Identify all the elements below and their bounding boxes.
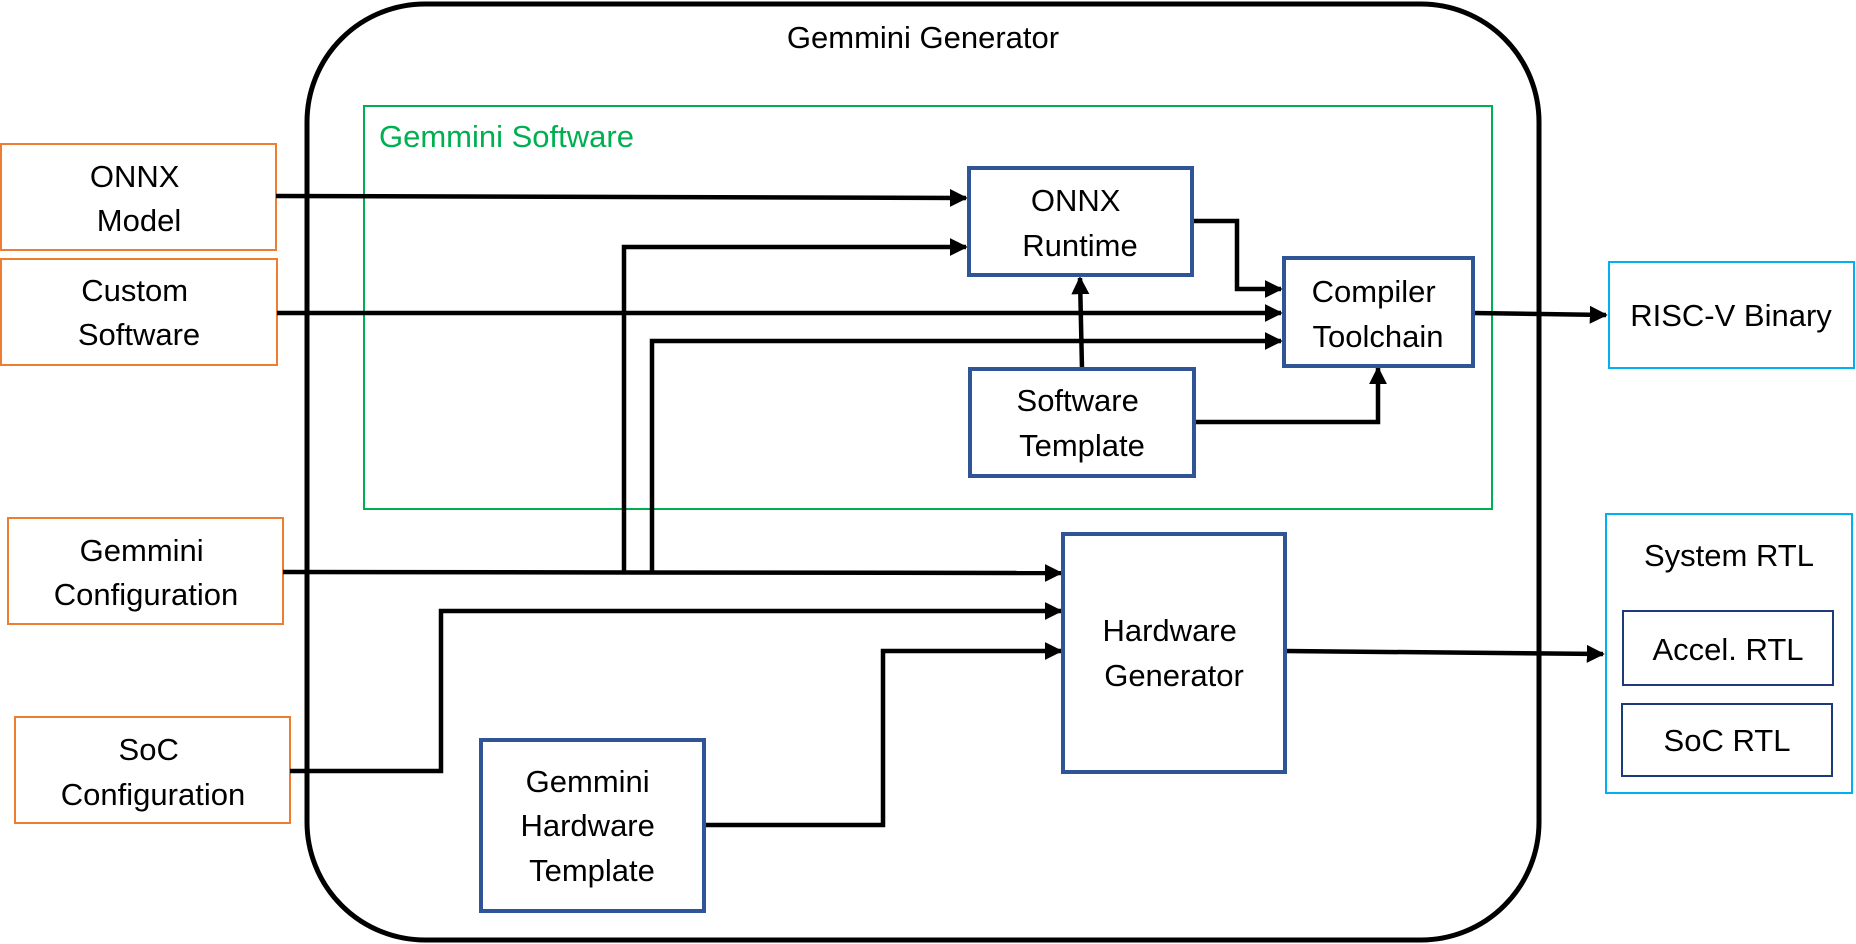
wire-swtemplate-to-runtime — [1071, 276, 1090, 370]
system-rtl-title: System RTL — [1644, 538, 1814, 573]
wire-compiler-to-riscv — [1472, 305, 1608, 324]
wire-hwgen-to-system-rtl — [1284, 644, 1605, 663]
gemmini-generator-container — [304, 1, 1542, 943]
soc-rtl-box — [1621, 703, 1833, 777]
gemmini-generator-title: Gemmini Generator — [787, 20, 1059, 55]
gemmini-hardware-template-label: Gemmini Hardware Template — [520, 764, 663, 888]
risc-v-binary-box — [1608, 261, 1855, 369]
accel-rtl-box — [1622, 610, 1834, 686]
custom-software-label: Custom Software — [78, 273, 200, 352]
hardware-generator-block — [1061, 532, 1287, 774]
onnx-runtime-block — [967, 166, 1194, 277]
hardware-generator-label: Hardware Generator — [1102, 613, 1245, 693]
soc-configuration-box — [14, 716, 291, 824]
gemmini-hardware-template-block — [479, 738, 706, 913]
compiler-toolchain-label: Compiler Toolchain — [1312, 274, 1445, 354]
wire-runtime-to-compiler — [1192, 218, 1283, 298]
wire-gemmini-config-to-compiler — [649, 332, 1283, 572]
software-template-label: Software Template — [1017, 383, 1148, 463]
wire-gemmini-config-to-hwgen — [282, 563, 1063, 582]
wire-swtemplate-to-compiler — [1194, 366, 1387, 425]
soc-configuration-label: SoC Configuration — [61, 732, 245, 812]
gemmini-configuration-label: Gemmini Configuration — [54, 533, 238, 612]
wire-hwtemplate-to-hwgen — [704, 642, 1063, 828]
compiler-toolchain-block — [1282, 256, 1475, 368]
custom-software-box — [0, 258, 278, 366]
wire-gemmini-config-to-runtime — [621, 238, 968, 572]
gemmini-software-title: Gemmini Software — [379, 119, 634, 154]
risc-v-binary-label: RISC-V Binary — [1630, 298, 1832, 333]
wire-soc-config-to-hwgen — [290, 602, 1063, 774]
gemmini-configuration-box — [7, 517, 284, 625]
onnx-model-label: ONNX Model — [90, 159, 188, 238]
gemmini-software-region — [363, 105, 1493, 510]
soc-rtl-label: SoC RTL — [1664, 723, 1791, 758]
software-template-block — [968, 367, 1196, 478]
wire-onnx-model-to-runtime — [275, 188, 968, 207]
accel-rtl-label: Accel. RTL — [1652, 632, 1803, 667]
onnx-runtime-label: ONNX Runtime — [1022, 183, 1137, 263]
onnx-model-box — [0, 143, 277, 251]
